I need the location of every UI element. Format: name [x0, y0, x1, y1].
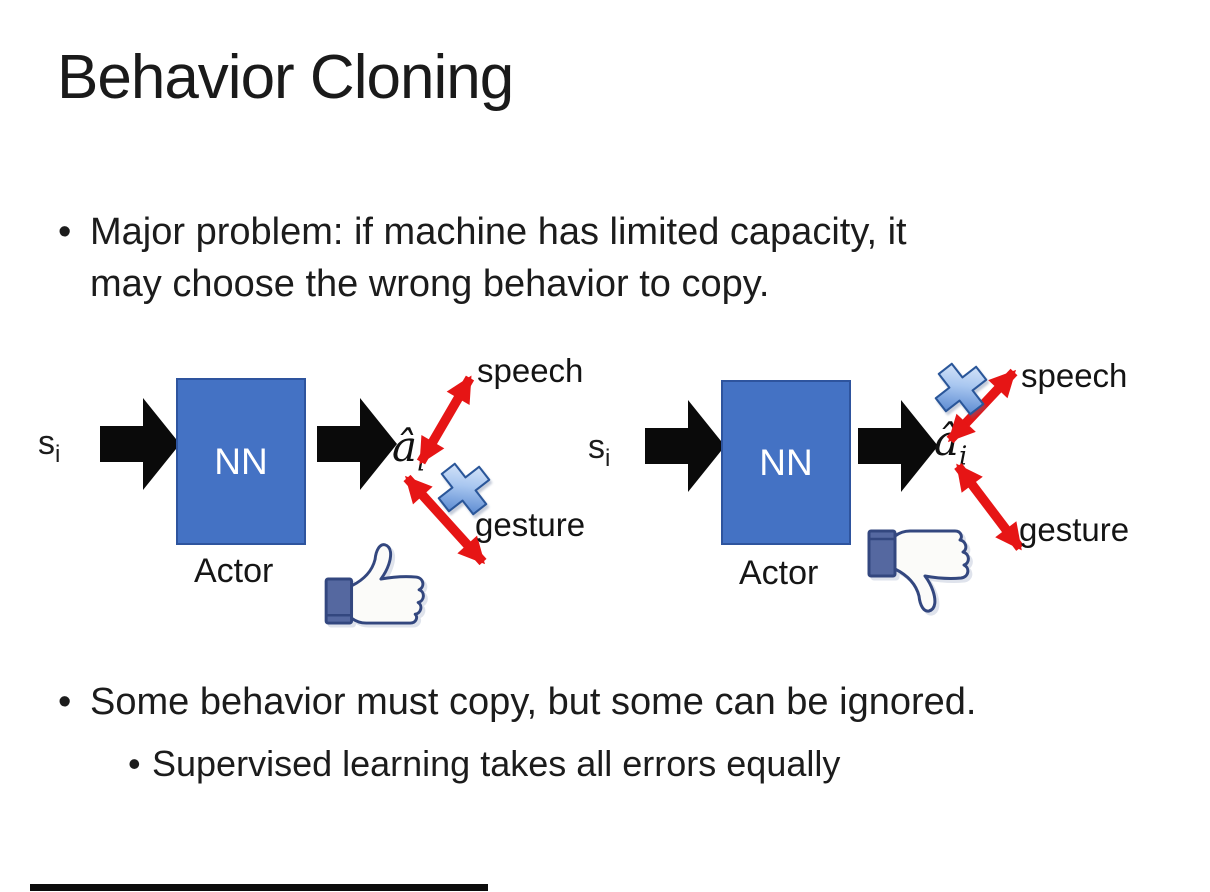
bullet-some-behavior-text: Some behavior must copy, but some can be… — [90, 681, 977, 723]
cross-x-icon — [437, 462, 491, 516]
bullet-line-1: Major problem: if machine has limited ca… — [90, 211, 907, 253]
nn-box-label: NN — [214, 440, 268, 482]
nn-box-label: NN — [759, 441, 813, 483]
thumbs-down-icon — [867, 529, 970, 613]
actor-caption-left: Actor — [194, 552, 274, 590]
block-arrow-icon — [645, 400, 725, 492]
video-progress-bar — [30, 884, 488, 891]
block-arrow-icon — [317, 398, 397, 490]
bullet-line-2: may choose the wrong behavior to copy. — [90, 263, 770, 305]
gesture-label-right: gesture — [1019, 511, 1130, 548]
double-arrow-speech-gesture-icon — [403, 375, 487, 566]
state-label-left: si — [38, 424, 61, 468]
bullet-marker: • — [58, 681, 72, 723]
nn-box-left: NN — [176, 378, 306, 545]
cross-x-icon — [934, 362, 988, 416]
nn-box-right: NN — [721, 380, 851, 545]
thumbs-up-icon — [324, 543, 425, 625]
block-arrow-icon — [100, 398, 180, 490]
bullet-major-problem-text: Major problem: if machine has limited ca… — [90, 206, 1118, 310]
page-title: Behavior Cloning — [57, 43, 514, 112]
sub-bullet-supervised: • Supervised learning takes all errors e… — [128, 738, 1128, 790]
bullet-marker: • — [58, 211, 72, 253]
bullet-marker: • — [128, 743, 141, 784]
speech-label-left: speech — [477, 352, 584, 389]
actor-caption-right: Actor — [739, 554, 819, 592]
state-label-right: si — [588, 428, 611, 472]
sub-bullet-supervised-text: Supervised learning takes all errors equ… — [152, 743, 841, 784]
bullet-major-problem: • Major problem: if machine has limited … — [58, 206, 1118, 310]
block-arrow-icon — [858, 400, 938, 492]
speech-label-right: speech — [1021, 357, 1128, 394]
gesture-label-left: gesture — [475, 506, 586, 543]
bullet-some-behavior: • Some behavior must copy, but some can … — [58, 676, 1158, 728]
